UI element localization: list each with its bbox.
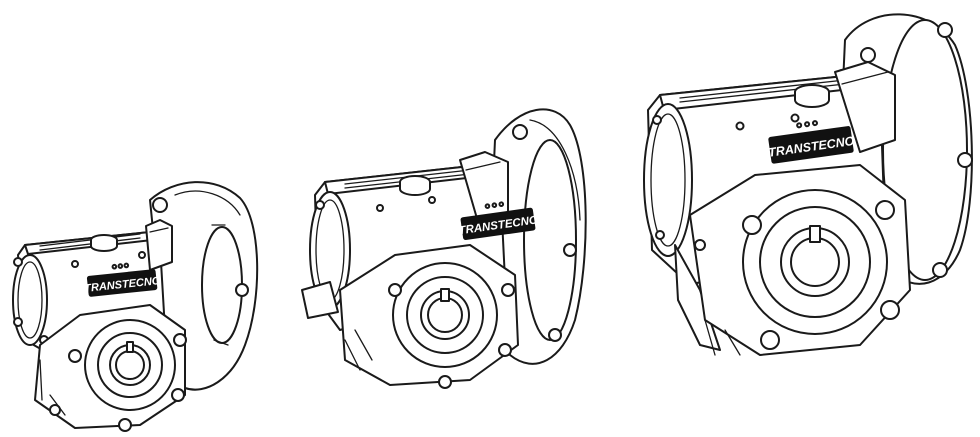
gearbox-medium: TRANSTECNO [301, 108, 587, 389]
output-shaft-cover [689, 164, 911, 356]
brand-plate: TRANSTECNO [84, 262, 161, 297]
gearbox-small: TRANSTECNO [12, 181, 259, 432]
brand-plate: TRANSTECNO [458, 201, 539, 241]
gearbox-large: TRANSTECNO [643, 13, 973, 356]
output-shaft-cover [34, 304, 187, 432]
output-shaft-cover [339, 244, 519, 389]
